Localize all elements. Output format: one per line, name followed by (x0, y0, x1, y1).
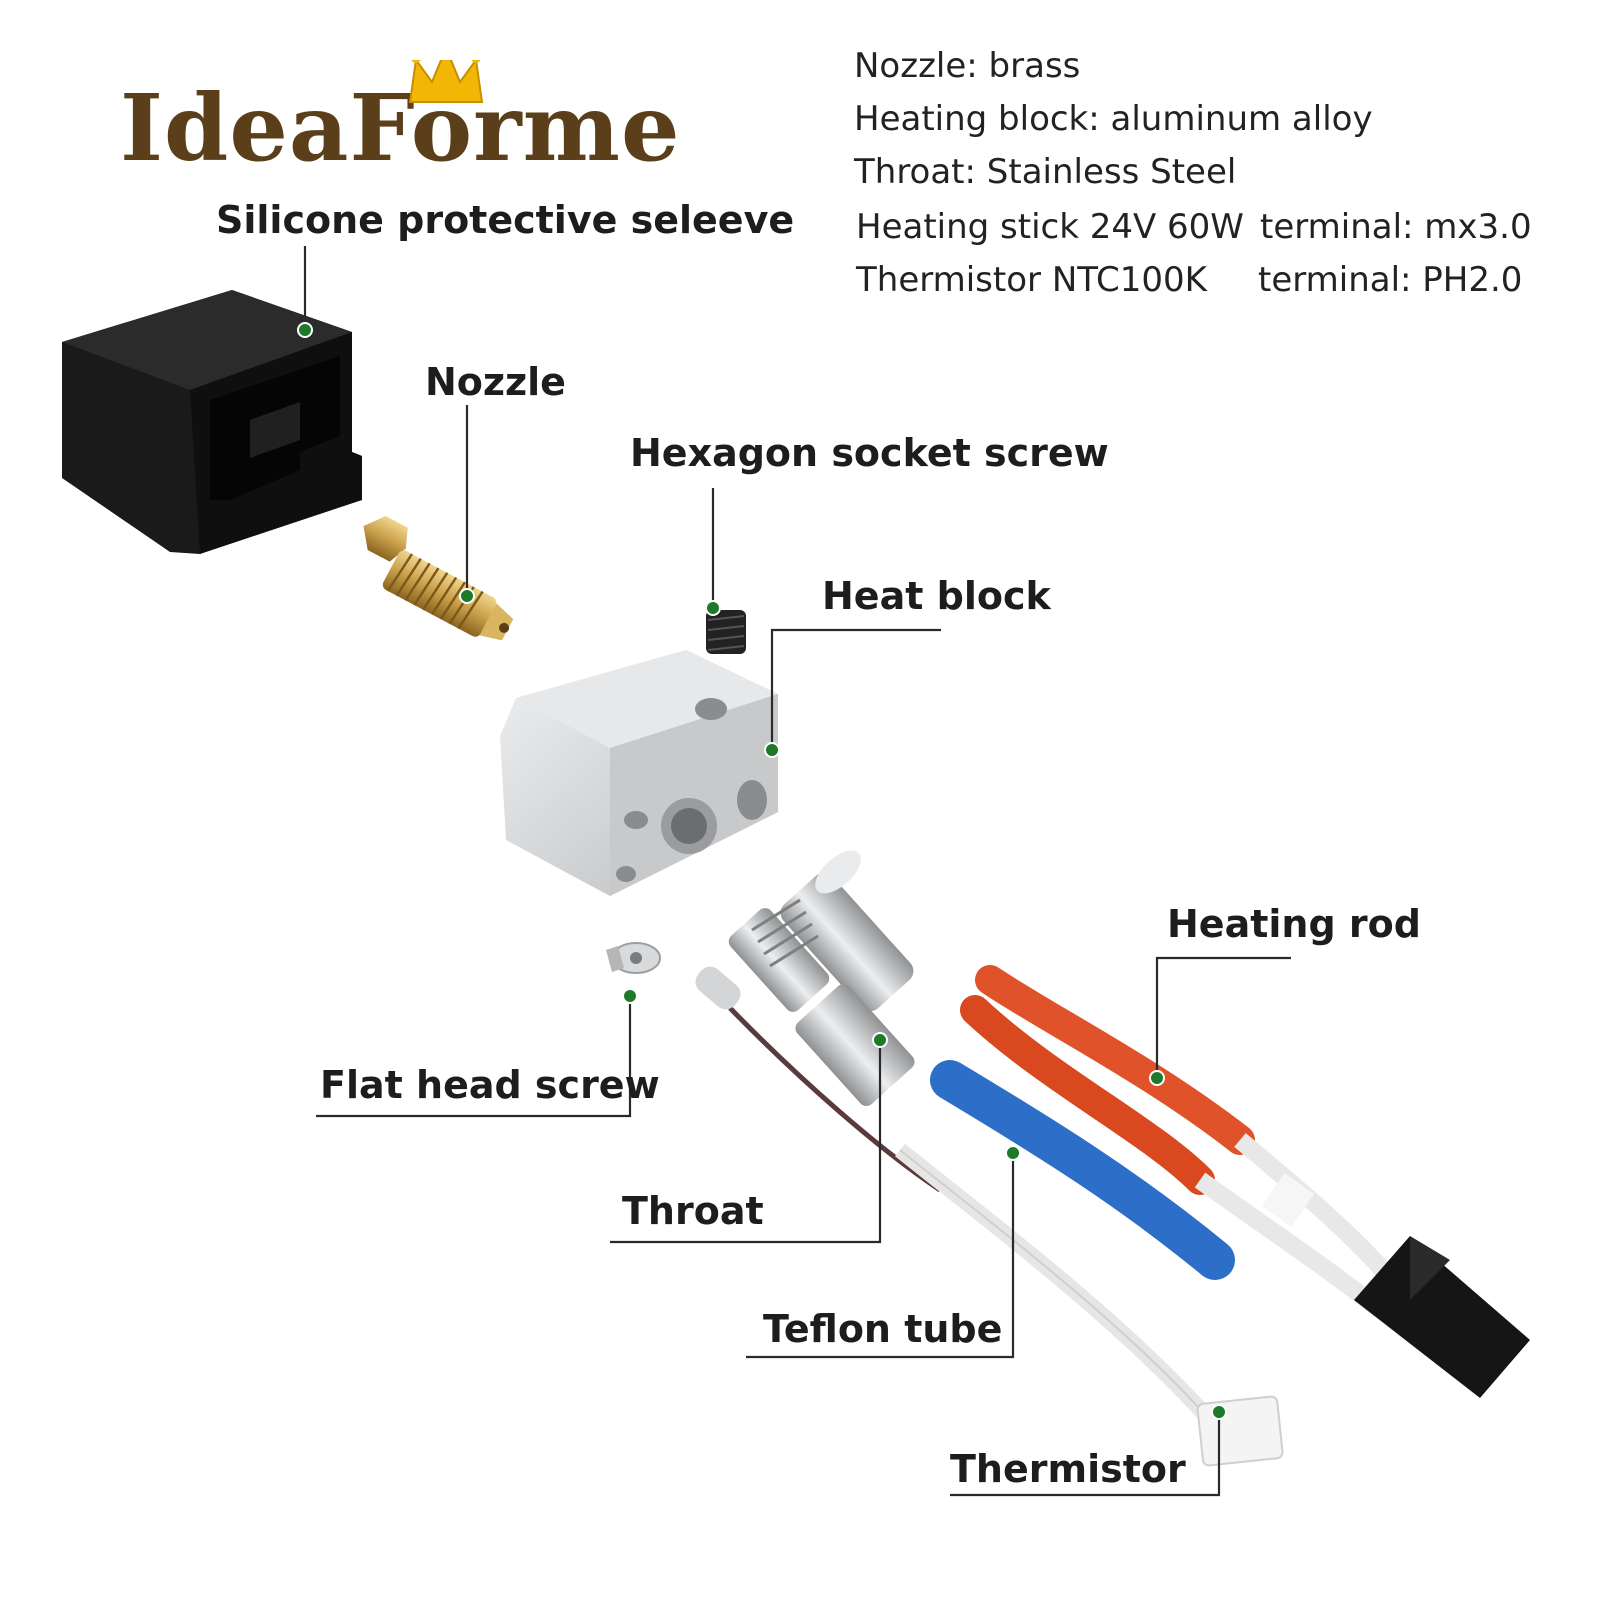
label-heat-block: Heat block (822, 574, 1051, 618)
spec-nozzle: Nozzle: brass (854, 46, 1081, 86)
dot-heat-block (764, 742, 780, 758)
label-thermistor: Thermistor (950, 1447, 1186, 1491)
leader-dots (297, 322, 1227, 1420)
leader-teflon-tube (746, 1153, 1015, 1359)
leader-throat (610, 1040, 882, 1244)
spec-heating-block: Heating block: aluminum alloy (854, 99, 1373, 139)
heating-rod-part (780, 850, 1530, 1398)
dot-hex-socket-screw (705, 600, 721, 616)
dot-heating-rod (1149, 1070, 1165, 1086)
label-throat: Throat (622, 1189, 764, 1233)
leader-heating-rod (1155, 956, 1291, 1078)
hex-socket-screw-part (706, 610, 746, 654)
silicone-sleeve-part (62, 290, 362, 554)
spec-heating-stick-terminal: terminal: mx3.0 (1260, 207, 1532, 247)
brand-logo-text: IdeaFormer (120, 74, 680, 180)
leader-thermistor (950, 1412, 1221, 1497)
label-nozzle: Nozzle (425, 360, 566, 404)
throat-part (728, 898, 1235, 1280)
label-teflon-tube: Teflon tube (763, 1307, 1003, 1351)
leader-heat-block (770, 628, 941, 750)
crown-icon (408, 60, 484, 103)
brand-logo: IdeaFormer (120, 60, 680, 180)
spec-thermistor: Thermistor NTC100K (856, 260, 1207, 300)
nozzle-part (363, 516, 514, 641)
spec-throat: Throat: Stainless Steel (854, 152, 1237, 192)
dot-nozzle (459, 588, 475, 604)
dot-teflon-tube (1005, 1145, 1021, 1161)
leader-lines (303, 246, 1291, 1497)
heat-block-part (500, 650, 778, 896)
label-hex-socket-screw: Hexagon socket screw (630, 431, 1109, 475)
dot-silicone-sleeve (297, 322, 313, 338)
dot-throat (872, 1032, 888, 1048)
dot-thermistor (1211, 1404, 1227, 1420)
spec-heating-stick: Heating stick 24V 60W (856, 207, 1244, 247)
spec-thermistor-terminal: terminal: PH2.0 (1258, 260, 1523, 300)
leader-flat-head-screw (316, 996, 632, 1118)
label-flat-head-screw: Flat head screw (320, 1063, 660, 1107)
dot-flat-head-screw (622, 988, 638, 1004)
label-silicone-sleeve: Silicone protective seleeve (216, 198, 795, 242)
label-heating-rod: Heating rod (1167, 902, 1421, 946)
flat-head-screw-part (606, 942, 661, 974)
